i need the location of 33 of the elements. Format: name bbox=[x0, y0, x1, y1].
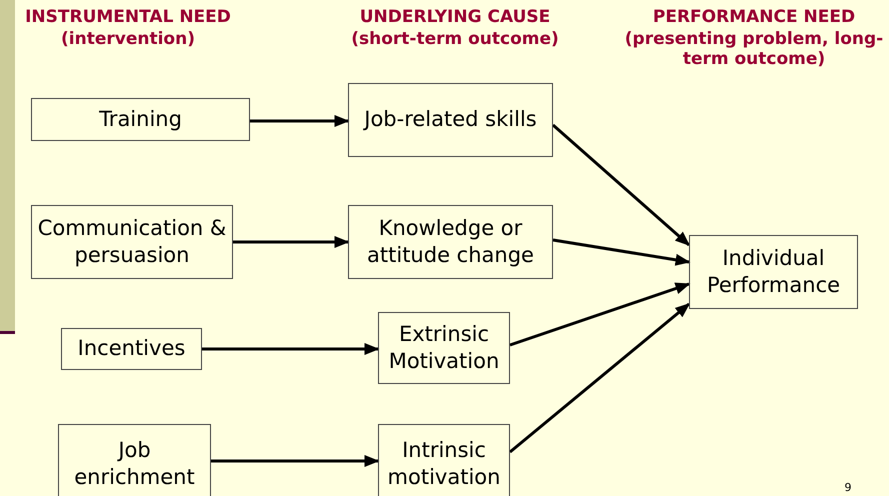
process-box bbox=[31, 98, 250, 141]
process-box bbox=[31, 205, 233, 279]
box-text: Knowledge or attitude change bbox=[366, 214, 535, 269]
arrow bbox=[552, 238, 690, 266]
box-text: Training bbox=[99, 106, 182, 133]
box-text: Individual Performance bbox=[706, 244, 842, 299]
arrow bbox=[211, 455, 380, 467]
process-box bbox=[348, 205, 553, 279]
process-box bbox=[348, 83, 553, 157]
column-heading: PERFORMANCE NEED bbox=[652, 7, 856, 28]
column-heading-note: (presenting problem, long-term outcome) bbox=[624, 29, 884, 70]
arrow bbox=[552, 124, 690, 246]
arrow bbox=[202, 343, 380, 355]
arrow bbox=[233, 236, 350, 248]
page-number: 9 bbox=[844, 481, 852, 494]
box-text: Incentives bbox=[78, 335, 186, 362]
box-text: Job-related skills bbox=[364, 106, 537, 134]
process-box bbox=[58, 424, 211, 496]
process-box bbox=[689, 235, 858, 309]
box-text: Communication & persuasion bbox=[36, 214, 228, 269]
process-box bbox=[61, 328, 202, 370]
box-text: Job enrichment bbox=[73, 436, 196, 491]
arrow bbox=[509, 302, 690, 454]
arrow bbox=[250, 115, 350, 127]
column-heading-note: (short-term outcome) bbox=[350, 29, 560, 50]
process-box bbox=[378, 424, 510, 496]
arrow bbox=[510, 282, 690, 346]
column-heading: UNDERLYING CAUSE bbox=[358, 7, 552, 28]
column-heading-note: (intervention) bbox=[60, 29, 196, 50]
box-text: Intrinsic motivation bbox=[386, 436, 502, 491]
process-box bbox=[378, 312, 510, 384]
column-heading: INSTRUMENTAL NEED bbox=[24, 7, 232, 28]
box-text: Extrinsic Motivation bbox=[388, 320, 500, 375]
